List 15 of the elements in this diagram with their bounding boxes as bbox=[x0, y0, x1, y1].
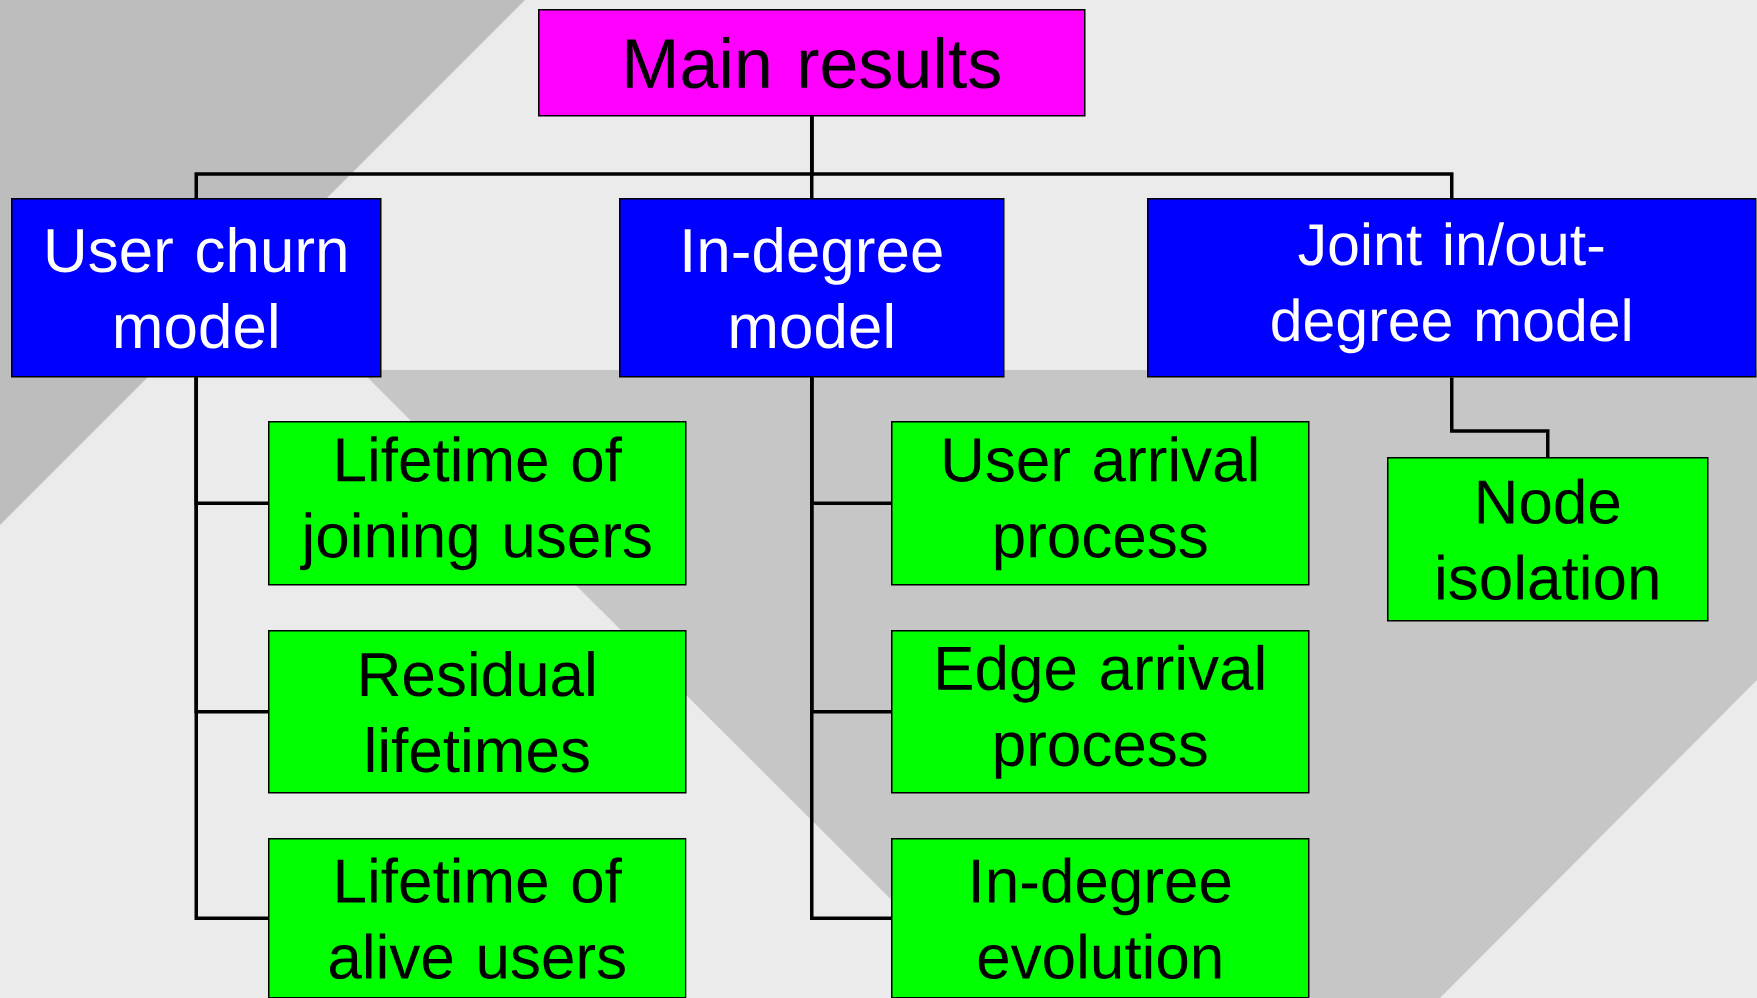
connector-line bbox=[194, 377, 268, 920]
result-box: Lifetime of joining users bbox=[268, 421, 687, 586]
result-box: Edge arrival process bbox=[891, 630, 1310, 794]
result-box: Node isolation bbox=[1387, 457, 1709, 622]
category-box: User churn model bbox=[11, 198, 382, 378]
result-box: In-degree evolution bbox=[891, 838, 1310, 998]
result-box: Lifetime of alive users bbox=[268, 838, 687, 998]
result-box: User arrival process bbox=[891, 421, 1310, 586]
connector-line bbox=[810, 116, 1454, 198]
result-box: Residual lifetimes bbox=[268, 630, 687, 794]
category-box: Joint in/out-degree model bbox=[1147, 198, 1757, 378]
title-box: Main results bbox=[538, 9, 1086, 117]
category-box: In-degree model bbox=[619, 198, 1005, 378]
connector-line bbox=[1450, 377, 1550, 457]
connector-line bbox=[810, 377, 891, 920]
